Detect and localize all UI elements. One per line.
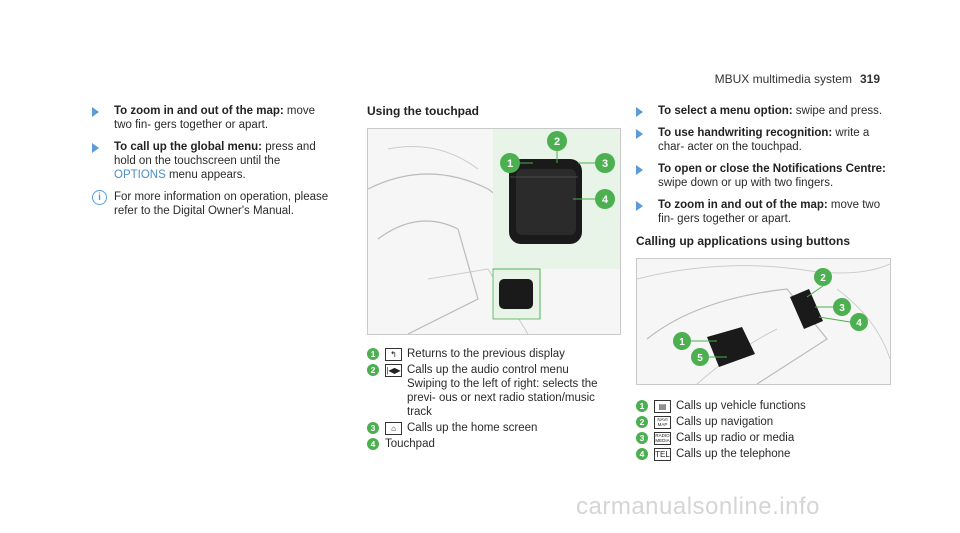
arrow-bullet-icon — [636, 107, 643, 117]
legend-text: Calls up radio or media — [676, 432, 795, 444]
page-number: 319 — [859, 72, 880, 86]
column-middle: Using the touchpad 1 2 3 4 — [367, 104, 621, 453]
media-skip-icon: |◀▶ — [385, 364, 402, 377]
step-global-menu: To call up the global menu: press and ho… — [92, 140, 332, 182]
column-left: To zoom in and out of the map: move two … — [92, 104, 332, 218]
touchpad-legend: 1 ↰ Returns to the previous display 2 |◀… — [367, 347, 621, 451]
callout-badge: 3 — [367, 422, 379, 434]
arrow-bullet-icon — [92, 107, 99, 117]
touchpad-diagram: 1 2 3 4 — [367, 129, 620, 335]
step-lead: To zoom in and out of the map: — [658, 199, 828, 211]
svg-text:1: 1 — [507, 158, 513, 170]
legend-text: Returns to the previous display — [407, 348, 565, 360]
step-notifications: To open or close the Notifications Centr… — [636, 162, 891, 190]
callout-badge: 1 — [636, 400, 648, 412]
note-text: For more information on operation, pleas… — [114, 191, 329, 217]
legend-item: 3 ⌂ Calls up the home screen — [367, 421, 621, 435]
home-icon: ⌂ — [385, 422, 402, 435]
step-text: menu appears. — [165, 169, 246, 181]
navi-map-icon: NAVI MAP — [654, 416, 671, 429]
info-note: i For more information on operation, ple… — [92, 190, 332, 218]
arrow-bullet-icon — [636, 129, 643, 139]
buttons-illustration: 2 3 4 1 5 — [636, 258, 891, 385]
step-text: swipe and press. — [792, 105, 883, 117]
buttons-diagram: 2 3 4 1 5 — [636, 259, 891, 385]
step-lead: To open or close the Notifications Centr… — [658, 163, 886, 175]
radio-media-icon: RADIO MEDIA — [654, 432, 671, 445]
step-lead: To use handwriting recognition: — [658, 127, 833, 139]
svg-text:4: 4 — [856, 318, 862, 329]
legend-item: 4 Touchpad — [367, 437, 621, 451]
legend-item: 4 TEL Calls up the telephone — [636, 447, 891, 461]
touchpad-illustration: 1 2 3 4 — [367, 128, 621, 335]
step-text: press and hold on the touchscreen until … — [114, 141, 316, 167]
legend-item: 3 RADIO MEDIA Calls up radio or media — [636, 431, 891, 445]
arrow-bullet-icon — [636, 165, 643, 175]
callout-badge: 2 — [367, 364, 379, 376]
touchpad-heading: Using the touchpad — [367, 104, 479, 118]
step-text: write a char‑ acter on the touchpad. — [658, 127, 870, 153]
legend-item: 2 NAVI MAP Calls up navigation — [636, 415, 891, 429]
callout-badge: 3 — [636, 432, 648, 444]
svg-text:2: 2 — [820, 273, 826, 284]
step-text: move two fin‑ gers together or apart. — [658, 199, 881, 225]
legend-text: Touchpad — [385, 438, 435, 450]
column-right: To select a menu option: swipe and press… — [636, 104, 891, 463]
tel-icon: TEL — [654, 448, 671, 461]
svg-text:5: 5 — [697, 353, 703, 364]
buttons-legend: 1 ▤ Calls up vehicle functions 2 NAVI MA… — [636, 399, 891, 461]
step-select-option: To select a menu option: swipe and press… — [636, 104, 891, 118]
callout-badge: 4 — [636, 448, 648, 460]
buttons-heading: Calling up applications using buttons — [636, 234, 850, 248]
legend-text: Calls up the telephone — [676, 448, 791, 460]
svg-text:3: 3 — [839, 303, 845, 314]
arrow-bullet-icon — [92, 143, 99, 153]
svg-text:2: 2 — [554, 136, 560, 148]
back-icon: ↰ — [385, 348, 402, 361]
svg-text:4: 4 — [602, 194, 609, 206]
vehicle-icon: ▤ — [654, 400, 671, 413]
legend-item: 2 |◀▶ Calls up the audio control menu Sw… — [367, 363, 621, 419]
info-icon: i — [92, 190, 107, 205]
callout-badge: 2 — [636, 416, 648, 428]
callout-badge: 1 — [367, 348, 379, 360]
step-zoom-map: To zoom in and out of the map: move two … — [92, 104, 332, 132]
legend-item: 1 ↰ Returns to the previous display — [367, 347, 621, 361]
step-text: swipe down or up with two fingers. — [658, 177, 834, 189]
watermark: carmanualsonline.info — [576, 493, 820, 520]
legend-text: Calls up the audio control menu — [407, 364, 569, 376]
options-label: OPTIONS — [114, 169, 166, 181]
legend-item: 1 ▤ Calls up vehicle functions — [636, 399, 891, 413]
step-lead: To zoom in and out of the map: — [114, 105, 284, 117]
section-title: MBUX multimedia system — [714, 72, 852, 86]
callout-badge: 4 — [367, 438, 379, 450]
legend-text: Calls up navigation — [676, 416, 774, 428]
step-handwriting: To use handwriting recognition: write a … — [636, 126, 891, 154]
legend-continuation: Swiping to the left of right: selects th… — [407, 378, 598, 418]
legend-text: Calls up vehicle functions — [676, 400, 806, 412]
legend-text: Calls up the home screen — [407, 422, 538, 434]
arrow-bullet-icon — [636, 201, 643, 211]
page-header: MBUX multimedia system 319 — [715, 72, 880, 86]
svg-text:1: 1 — [679, 337, 685, 348]
step-text: move two fin‑ gers together or apart. — [114, 105, 316, 131]
step-zoom-map: To zoom in and out of the map: move two … — [636, 198, 891, 226]
step-lead: To select a menu option: — [658, 105, 793, 117]
svg-text:3: 3 — [602, 158, 608, 170]
step-lead: To call up the global menu: — [114, 141, 263, 153]
